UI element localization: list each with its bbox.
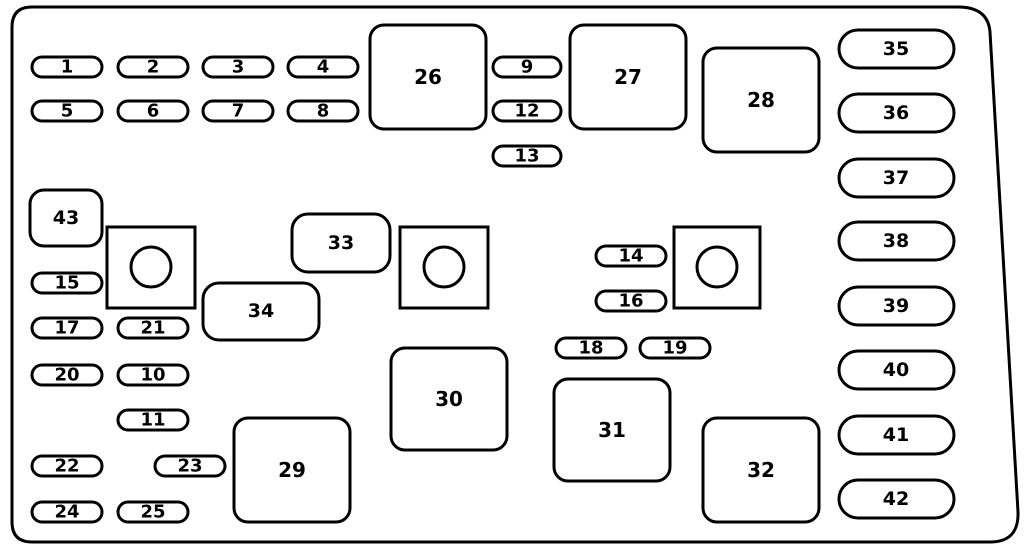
- svg-text:7: 7: [232, 101, 245, 122]
- svg-text:23: 23: [177, 456, 202, 477]
- relay-33: 33: [290, 212, 392, 274]
- svg-text:34: 34: [248, 300, 274, 322]
- svg-text:33: 33: [328, 232, 354, 254]
- svg-text:5: 5: [61, 101, 74, 122]
- relay-31: 31: [552, 377, 672, 483]
- fuse-7: 7: [201, 99, 275, 123]
- fuse-13: 13: [491, 144, 563, 168]
- svg-text:19: 19: [662, 338, 687, 359]
- svg-text:39: 39: [883, 295, 909, 317]
- fuse-21: 21: [116, 316, 190, 340]
- svg-text:36: 36: [883, 102, 909, 124]
- svg-text:2: 2: [147, 57, 160, 78]
- fuse-24: 24: [30, 500, 104, 524]
- fuse-5: 5: [30, 99, 104, 123]
- fuse-42: 42: [837, 478, 956, 520]
- svg-text:3: 3: [232, 57, 245, 78]
- fuse-25: 25: [116, 500, 190, 524]
- svg-text:4: 4: [317, 57, 330, 78]
- fuse-10: 10: [116, 363, 190, 387]
- relay-30: 30: [389, 346, 509, 452]
- relay-26: 26: [368, 23, 488, 131]
- relay-28: 28: [701, 46, 821, 154]
- svg-text:28: 28: [747, 88, 775, 112]
- fuse-22: 22: [30, 454, 104, 478]
- svg-text:35: 35: [883, 38, 909, 60]
- fuse-38: 38: [837, 220, 956, 262]
- relay-34: 34: [201, 281, 321, 342]
- socket-left: [105, 225, 197, 310]
- svg-text:9: 9: [521, 57, 534, 78]
- fuse-23: 23: [153, 454, 227, 478]
- svg-text:16: 16: [618, 291, 643, 312]
- fuse-14: 14: [594, 244, 668, 268]
- fuse-6: 6: [116, 99, 190, 123]
- fuse-20: 20: [30, 363, 104, 387]
- relay-43: 43: [28, 188, 104, 248]
- fuse-18: 18: [554, 336, 628, 360]
- svg-text:30: 30: [435, 387, 463, 411]
- svg-text:18: 18: [578, 338, 603, 359]
- svg-text:10: 10: [140, 365, 165, 386]
- relay-29: 29: [232, 416, 352, 524]
- svg-text:17: 17: [54, 318, 79, 339]
- fuse-39: 39: [837, 285, 956, 327]
- svg-text:40: 40: [883, 359, 909, 381]
- fuse-1: 1: [30, 55, 104, 79]
- socket-right: [672, 225, 762, 310]
- fuse-41: 41: [837, 414, 956, 456]
- fuse-17: 17: [30, 316, 104, 340]
- svg-text:24: 24: [54, 502, 79, 523]
- fuse-37: 37: [837, 157, 956, 199]
- fuse-9: 9: [491, 55, 563, 79]
- svg-text:13: 13: [514, 146, 539, 167]
- svg-text:8: 8: [317, 101, 330, 122]
- svg-text:20: 20: [54, 365, 79, 386]
- fuse-12: 12: [491, 99, 563, 123]
- svg-text:37: 37: [883, 167, 909, 189]
- relay-32: 32: [701, 416, 821, 524]
- fuse-2: 2: [116, 55, 190, 79]
- fuse-11: 11: [116, 408, 190, 432]
- svg-text:21: 21: [140, 318, 165, 339]
- fuse-4: 4: [286, 55, 360, 79]
- svg-text:15: 15: [54, 273, 79, 294]
- svg-text:22: 22: [54, 456, 79, 477]
- svg-text:38: 38: [883, 230, 909, 252]
- fuse-40: 40: [837, 349, 956, 391]
- svg-text:11: 11: [140, 410, 165, 431]
- svg-text:1: 1: [61, 57, 74, 78]
- relay-27: 27: [568, 23, 688, 131]
- svg-text:42: 42: [883, 488, 909, 510]
- fuse-36: 36: [837, 92, 956, 134]
- fuse-19: 19: [638, 336, 712, 360]
- fuse-15: 15: [30, 271, 104, 295]
- socket-center: [398, 225, 490, 310]
- svg-text:32: 32: [747, 458, 775, 482]
- svg-text:26: 26: [414, 65, 442, 89]
- svg-text:41: 41: [883, 424, 909, 446]
- svg-text:25: 25: [140, 502, 165, 523]
- svg-text:43: 43: [53, 207, 79, 229]
- svg-text:12: 12: [514, 101, 539, 122]
- fuse-16: 16: [594, 289, 668, 313]
- svg-text:29: 29: [278, 458, 306, 482]
- svg-text:6: 6: [147, 101, 160, 122]
- svg-text:14: 14: [618, 246, 643, 267]
- svg-text:27: 27: [614, 65, 642, 89]
- fuse-8: 8: [286, 99, 360, 123]
- fuse-3: 3: [201, 55, 275, 79]
- fuse-35: 35: [837, 28, 956, 70]
- svg-text:31: 31: [598, 418, 626, 442]
